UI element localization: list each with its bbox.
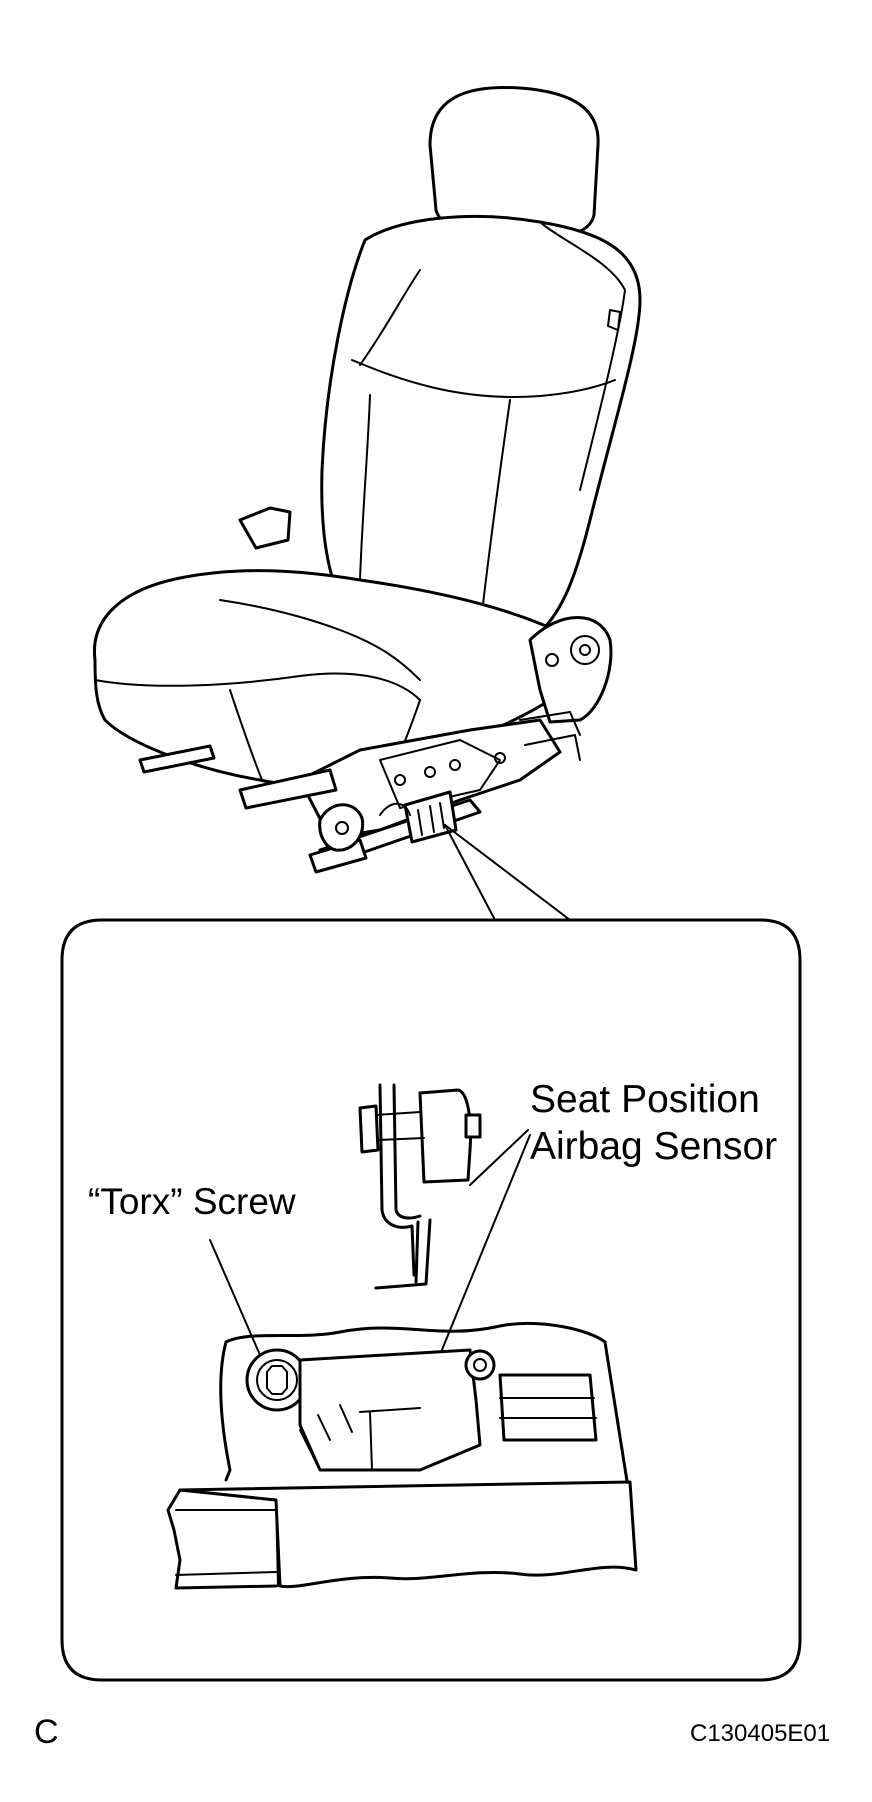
seatback — [320, 214, 642, 652]
callout-box — [60, 918, 802, 1682]
sensor-label-line2: Airbag Sensor — [530, 1124, 778, 1168]
callout-leader — [444, 824, 571, 921]
seat-illustration — [92, 86, 642, 874]
frame-detail — [166, 1321, 638, 1590]
sensor-label-line1: Seat Position — [530, 1078, 760, 1121]
corner-letter: C — [34, 1713, 59, 1751]
torx-screw-label: “Torx” Screw — [88, 1181, 296, 1222]
figure-id: C130405E01 — [690, 1720, 831, 1747]
seat-sensor-small — [403, 790, 458, 844]
seat-position-airbag-sensor-label: Seat Position Airbag Sensor — [530, 1077, 777, 1171]
recliner-hinge — [528, 616, 613, 724]
sensor-detail — [358, 1083, 482, 1290]
